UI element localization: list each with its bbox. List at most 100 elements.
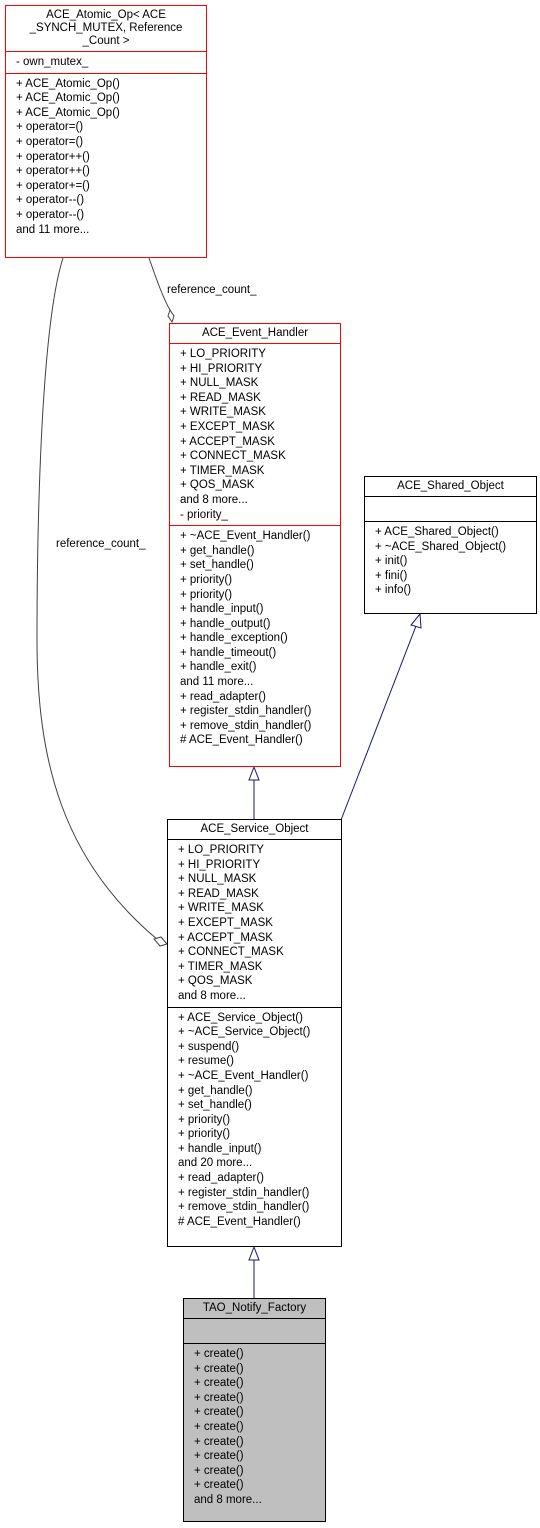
class-operation: + handle_exception(): [180, 632, 288, 645]
class-operation: + ACE_Atomic_Op(): [16, 77, 120, 90]
class-attributes: [184, 1318, 325, 1343]
class-operation: + ACE_Atomic_Op(): [16, 106, 120, 119]
class-ace-atomic-op[interactable]: ACE_Atomic_Op< ACE_SYNCH_MUTEX, Referenc…: [5, 5, 207, 258]
class-operation: + create(): [194, 1377, 244, 1390]
class-title-line: ACE_Shared_Object: [397, 480, 504, 492]
class-operation: + ~ACE_Event_Handler(): [178, 1069, 309, 1082]
class-title-line: TAO_Notify_Factory: [202, 1302, 307, 1314]
class-operation: + get_handle(): [180, 544, 255, 557]
class-ace-shared-object[interactable]: ACE_Shared_Object+ ACE_Shared_Object()+ …: [364, 476, 537, 614]
class-title: ACE_Shared_Object: [365, 477, 536, 496]
class-ace-service-object[interactable]: ACE_Service_Object + LO_PRIORITY+ HI_PRIO…: [167, 819, 342, 1247]
class-attribute: - priority_: [180, 508, 228, 521]
class-attribute: + EXCEPT_MASK: [178, 916, 273, 929]
class-operation: + read_adapter(): [180, 690, 266, 703]
composition-edge-atomic-to-service-object: [36, 257, 159, 941]
class-attribute: + QOS_MASK: [180, 479, 255, 492]
class-title-line: ACE_Event_Handler: [201, 327, 309, 339]
class-operations: + ACE_Atomic_Op()+ ACE_Atomic_Op()+ ACE_…: [6, 72, 206, 241]
class-operation: + create(): [194, 1450, 244, 1463]
class-attribute: + HI_PRIORITY: [180, 362, 263, 375]
class-attribute: + CONNECT_MASK: [178, 946, 284, 959]
class-attribute: + ACCEPT_MASK: [180, 435, 275, 448]
class-operation: + set_handle(): [178, 1099, 252, 1112]
class-operation: + operator=(): [16, 121, 84, 134]
class-operation: + create(): [194, 1479, 244, 1492]
class-operation: + register_stdin_handler(): [178, 1186, 310, 1199]
class-operation: + ACE_Shared_Object(): [375, 526, 499, 538]
class-operations: + ~ACE_Event_Handler()+ get_handle() + se…: [170, 525, 340, 751]
class-attribute: + WRITE_MASK: [178, 902, 264, 915]
class-operation: + remove_stdin_handler(): [178, 1201, 310, 1214]
class-operation: + set_handle(): [180, 559, 254, 572]
class-title: ACE_Event_Handler: [170, 324, 340, 343]
class-operation: + ACE_Service_Object(): [178, 1011, 303, 1024]
class-operation: + handle_input(): [180, 603, 264, 616]
class-operation: + ~ACE_Shared_Object(): [375, 540, 507, 553]
class-operation: + suspend(): [178, 1040, 240, 1053]
class-operation: + create(): [194, 1435, 244, 1448]
class-operation: + handle_output(): [180, 617, 271, 630]
class-attribute: + NULL_MASK: [178, 873, 257, 886]
class-title-line: _SYNCH_MUTEX, Reference: [29, 22, 183, 34]
class-attribute: + READ_MASK: [178, 887, 259, 900]
class-attributes: [365, 496, 536, 521]
class-operation: + register_stdin_handler(): [180, 705, 312, 718]
edge-label-reference-count-event-handler: reference_count_: [167, 284, 257, 296]
composition-diamond-service-object: [153, 936, 168, 947]
class-title: ACE_Atomic_Op< ACE_SYNCH_MUTEX, Referenc…: [6, 6, 206, 51]
class-operation: + operator++(): [16, 150, 90, 163]
class-title-line: ACE_Service_Object: [200, 823, 309, 835]
class-attribute: + READ_MASK: [180, 391, 261, 404]
class-operation: # ACE_Event_Handler(): [180, 734, 303, 747]
class-attribute: + NULL_MASK: [180, 377, 259, 390]
composition-edge-atomic-to-event-handler: [148, 257, 171, 311]
inheritance-edge-service-to-shared-object: [340, 625, 417, 821]
class-operation: and 11 more...: [16, 223, 90, 236]
inheritance-arrow-shared-object: [410, 612, 422, 629]
class-attribute: + EXCEPT_MASK: [180, 420, 275, 433]
class-attribute: + CONNECT_MASK: [180, 450, 286, 463]
class-operation: + priority(): [180, 588, 233, 601]
class-operation: + operator++(): [16, 165, 90, 178]
class-operation: + priority(): [180, 573, 233, 586]
class-attribute: + QOS_MASK: [178, 975, 253, 988]
class-attribute: + WRITE_MASK: [180, 406, 266, 419]
class-operation: + ~ACE_Event_Handler(): [180, 530, 311, 543]
class-operation: + create(): [194, 1391, 244, 1404]
class-attribute: - own_mutex_: [16, 56, 89, 68]
class-attributes: - own_mutex_: [6, 51, 206, 73]
class-operation: + handle_input(): [178, 1142, 262, 1155]
class-operation: + init(): [375, 555, 408, 568]
class-operation: + operator=(): [16, 135, 84, 148]
class-operation: + handle_timeout(): [180, 646, 277, 659]
edge-label-reference-count-service-object: reference_count_: [56, 538, 146, 550]
class-attribute: + TIMER_MASK: [180, 464, 265, 477]
class-operation: + create(): [194, 1420, 244, 1433]
class-operation: + create(): [194, 1406, 244, 1419]
class-title-line: _Count >: [82, 35, 130, 47]
class-title-line: ACE_Atomic_Op< ACE: [46, 9, 166, 21]
class-operation: + get_handle(): [178, 1084, 253, 1097]
class-operation: + read_adapter(): [178, 1172, 264, 1185]
class-attribute: + ACCEPT_MASK: [178, 931, 273, 944]
class-operation: + operator+=(): [16, 179, 90, 192]
class-ace-event-handler[interactable]: ACE_Event_Handler + LO_PRIORITY + HI_PRIOR…: [169, 323, 341, 767]
class-operation: + remove_stdin_handler(): [180, 719, 312, 732]
class-operation: + create(): [194, 1348, 244, 1360]
class-operations: + ACE_Shared_Object() + ~ACE_Shared_Objec…: [365, 521, 536, 601]
class-operations: + ACE_Service_Object() + ~ACE_Service_Obj…: [168, 1006, 341, 1233]
class-operation: and 11 more...: [180, 676, 254, 689]
class-attribute: + TIMER_MASK: [178, 960, 263, 973]
class-operation: and 8 more...: [194, 1493, 262, 1506]
class-tao-notify-factory[interactable]: TAO_Notify_Factory+ create()+ create()+ …: [183, 1298, 326, 1522]
class-attributes: + LO_PRIORITY+ HI_PRIORITY+ NULL_MASK+ R…: [168, 839, 341, 1007]
class-operation: + ~ACE_Service_Object(): [178, 1026, 311, 1039]
class-attribute: and 8 more...: [180, 493, 248, 506]
class-operation: + create(): [194, 1362, 244, 1375]
inheritance-arrow-event-handler: [248, 765, 260, 781]
class-attribute: + LO_PRIORITY: [180, 348, 266, 360]
class-operation: + info(): [375, 584, 412, 597]
class-operation: # ACE_Event_Handler(): [178, 1215, 301, 1228]
class-title: ACE_Service_Object: [168, 820, 341, 839]
